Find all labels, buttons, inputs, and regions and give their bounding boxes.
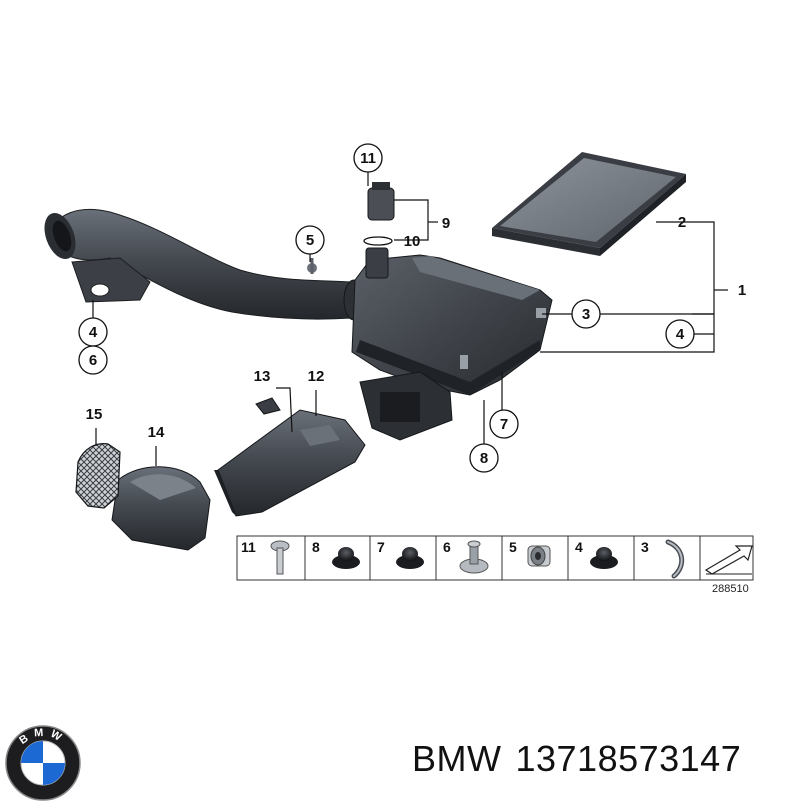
svg-text:6: 6 (443, 539, 451, 555)
brand-name: BMW (412, 738, 502, 779)
svg-text:5: 5 (306, 232, 314, 249)
callout-4-right: 4 (665, 319, 695, 349)
grommet-icon (332, 547, 360, 569)
svg-text:15: 15 (86, 406, 103, 423)
callout-8: 8 (469, 443, 499, 473)
callout-14: 14 (148, 424, 165, 441)
callout-11: 11 (353, 143, 383, 173)
sensor-part-11 (363, 182, 395, 246)
callout-12: 12 (308, 368, 325, 385)
svg-text:1: 1 (738, 282, 746, 299)
svg-text:4: 4 (575, 539, 583, 555)
reference-arrow-icon (704, 545, 753, 575)
svg-text:3: 3 (582, 306, 590, 323)
svg-text:8: 8 (480, 450, 488, 467)
diagram-reference-number: 288510 (712, 583, 749, 595)
svg-text:11: 11 (241, 539, 256, 555)
air-filter-element (492, 152, 686, 256)
resonator-part-12 (214, 397, 366, 517)
svg-text:2: 2 (678, 214, 686, 231)
svg-text:13: 13 (254, 368, 271, 385)
callout-10: 10 (404, 233, 421, 250)
part-number: 13718573147 (515, 738, 742, 779)
callout-4-left: 4 (78, 317, 108, 347)
callout-9: 9 (442, 215, 450, 232)
svg-text:6: 6 (89, 352, 97, 369)
grommet-icon (590, 547, 618, 569)
leader-lines (92, 172, 728, 466)
grille-part-15 (75, 443, 121, 509)
clip-icon (665, 539, 685, 579)
svg-text:11: 11 (360, 150, 376, 167)
svg-text:7: 7 (377, 539, 385, 555)
mount-icon (459, 540, 489, 574)
duct-part-14 (111, 466, 211, 551)
svg-text:14: 14 (148, 424, 165, 441)
svg-text:10: 10 (404, 233, 421, 250)
callout-15: 15 (86, 406, 103, 423)
callout-7: 7 (489, 409, 519, 439)
svg-text:5: 5 (509, 539, 517, 555)
callout-2: 2 (678, 214, 686, 231)
svg-text:8: 8 (312, 539, 320, 555)
svg-text:4: 4 (676, 326, 685, 343)
brand-part-number: BMW 13718573147 (412, 738, 741, 780)
bolt-icon (270, 540, 290, 575)
bmw-logo: BMW (5, 725, 81, 801)
svg-text:7: 7 (500, 416, 508, 433)
callout-13: 13 (254, 368, 271, 385)
svg-text:12: 12 (308, 368, 325, 385)
air-filter-housing (307, 247, 553, 441)
callout-6: 6 (78, 345, 108, 375)
callout-5: 5 (295, 225, 325, 255)
callout-1: 1 (738, 282, 746, 299)
svg-text:9: 9 (442, 215, 450, 232)
svg-text:4: 4 (89, 324, 98, 341)
svg-text:3: 3 (641, 539, 649, 555)
hardware-legend-strip: 11 8 7 6 5 4 3 (236, 535, 754, 595)
grommet-icon (396, 547, 424, 569)
bushing-icon (527, 545, 551, 567)
callout-3: 3 (571, 299, 601, 329)
